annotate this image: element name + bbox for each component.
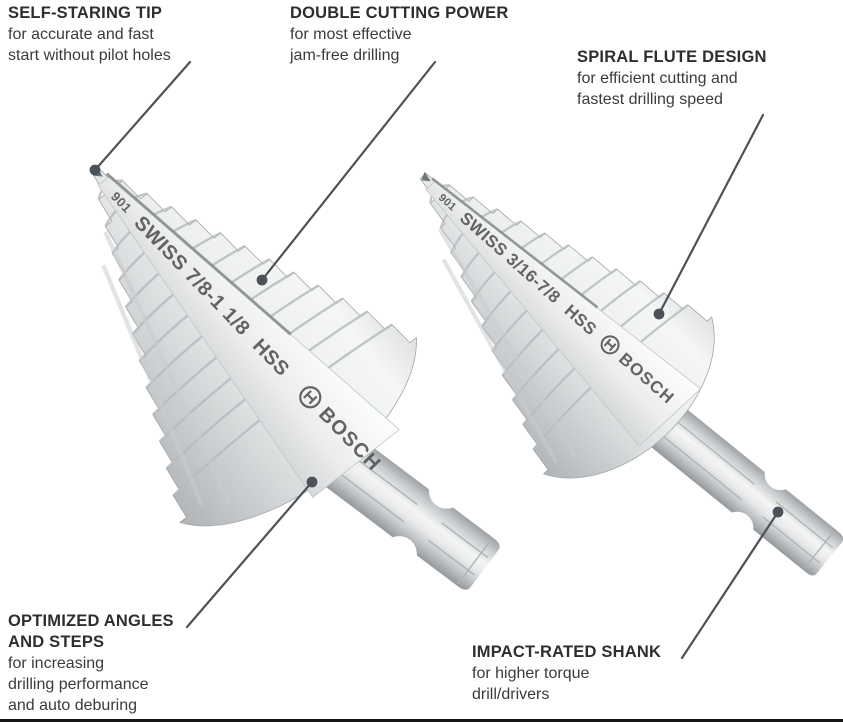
image-bottom-border	[0, 719, 843, 722]
shank-groove	[732, 472, 786, 530]
cone-face	[425, 180, 702, 447]
shank-facet-lines	[630, 394, 835, 569]
callout-text: for efficient cutting and	[577, 70, 738, 87]
shank-groove	[392, 489, 453, 556]
step-bit-left: 901 SWISS 7/8-1 1/8 HSS BOSCH	[91, 165, 500, 590]
step-bit-right: 901 SWISS 3/16-7/8 HSS BOSCH	[419, 171, 843, 576]
cone-face	[97, 175, 401, 498]
leader-dot	[256, 274, 268, 286]
bosch-logo-icon	[299, 386, 322, 409]
callout-text: start without pilot holes	[8, 47, 171, 64]
callout-leaders	[89, 60, 784, 660]
cone-flute-streaks	[101, 230, 231, 507]
callout-title: SELF-STARING TIP	[8, 4, 163, 22]
shank-facet-lines	[305, 429, 493, 585]
bit-tip	[421, 171, 431, 182]
leader-line-self-starting-tip	[93, 60, 192, 172]
callout-title: DOUBLE CUTTING POWER	[290, 4, 509, 22]
leader-line-optimized-angles	[185, 480, 314, 629]
callout-text: for increasing	[8, 655, 105, 672]
leader-line-double-cutting	[260, 60, 437, 282]
callout-double-cutting-power: DOUBLE CUTTING POWER for most effective …	[290, 3, 509, 66]
cutting-edge-seam	[105, 172, 292, 336]
callout-title: IMPACT-RATED SHANK	[472, 643, 662, 661]
leader-line-spiral-flute	[657, 113, 765, 316]
bosch-logo-icon	[600, 335, 620, 355]
callout-title: OPTIMIZED ANGLES	[8, 612, 174, 630]
callout-title: AND STEPS	[8, 633, 105, 651]
callout-text: for higher torque	[472, 665, 590, 682]
callout-text: and auto deburing	[8, 697, 137, 714]
callout-self-starting-tip: SELF-STARING TIP for accurate and fast s…	[8, 3, 171, 66]
cutting-edge-seam	[431, 177, 599, 309]
callout-optimized-angles-and-steps: OPTIMIZED ANGLES AND STEPS for increasin…	[8, 611, 174, 716]
cone-flute-streaks	[437, 227, 578, 464]
callout-text: jam-free drilling	[290, 47, 400, 64]
leader-dot	[772, 506, 784, 518]
callout-impact-rated-shank: IMPACT-RATED SHANK for higher torque dri…	[472, 642, 661, 705]
leader-dot	[653, 308, 665, 320]
shank-hex-end	[416, 507, 500, 590]
callout-spiral-flute-design: SPIRAL FLUTE DESIGN for efficient cuttin…	[577, 47, 767, 110]
callout-text: for most effective	[290, 26, 412, 43]
callout-text: for accurate and fast	[8, 26, 154, 43]
callout-title: SPIRAL FLUTE DESIGN	[577, 48, 767, 66]
leader-dot	[89, 164, 101, 176]
leader-dot	[306, 476, 318, 488]
callout-text: drilling performance	[8, 676, 149, 693]
callout-text: fastest drilling speed	[577, 91, 723, 108]
leader-line-impact-shank	[680, 510, 780, 660]
callout-text: drill/drivers	[472, 686, 550, 703]
